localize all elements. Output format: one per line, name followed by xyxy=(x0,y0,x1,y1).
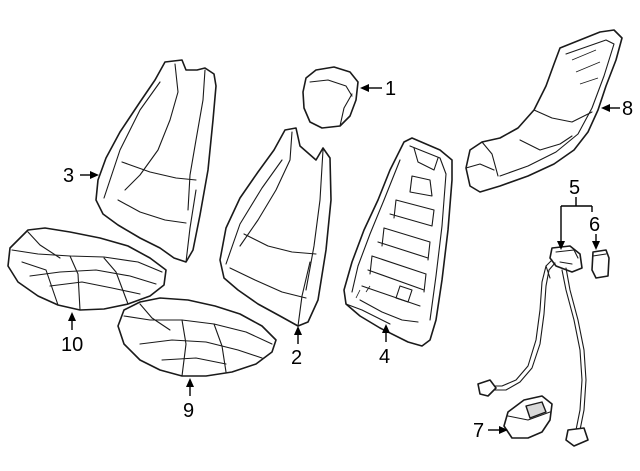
seat-back-trim-part xyxy=(219,127,332,327)
switch-assembly-part xyxy=(503,395,553,439)
callout-7-label: 7 xyxy=(473,420,484,442)
callout-8-label: 8 xyxy=(622,98,633,120)
callout-3-label: 3 xyxy=(63,165,74,187)
callout-10-label: 10 xyxy=(61,334,83,356)
rear-back-panel-part xyxy=(465,29,623,193)
callout-9: 9 xyxy=(183,378,194,422)
callout-2: 2 xyxy=(291,326,302,369)
callout-5-label: 5 xyxy=(569,177,580,199)
callout-8: 8 xyxy=(601,98,633,120)
callout-1: 1 xyxy=(360,78,396,100)
wiring-harness-part xyxy=(477,245,589,447)
callout-2-label: 2 xyxy=(291,347,302,369)
seat-back-frame-part xyxy=(343,137,453,347)
callout-5: 5 xyxy=(557,177,593,250)
headrest-part xyxy=(302,66,359,129)
callout-10: 10 xyxy=(61,312,83,356)
callout-1-label: 1 xyxy=(385,78,396,100)
callout-3: 3 xyxy=(63,165,99,187)
callout-9-label: 9 xyxy=(183,400,194,422)
callout-4: 4 xyxy=(379,324,390,368)
seat-cushion-cover-part xyxy=(7,227,167,311)
control-module-part xyxy=(591,249,610,279)
callout-7: 7 xyxy=(473,420,508,442)
callout-4-label: 4 xyxy=(379,346,390,368)
callout-6: 6 xyxy=(589,214,600,250)
seat-cushion-trim-part xyxy=(117,297,277,377)
seat-back-cover-part xyxy=(95,59,217,263)
callout-6-label: 6 xyxy=(589,214,600,236)
